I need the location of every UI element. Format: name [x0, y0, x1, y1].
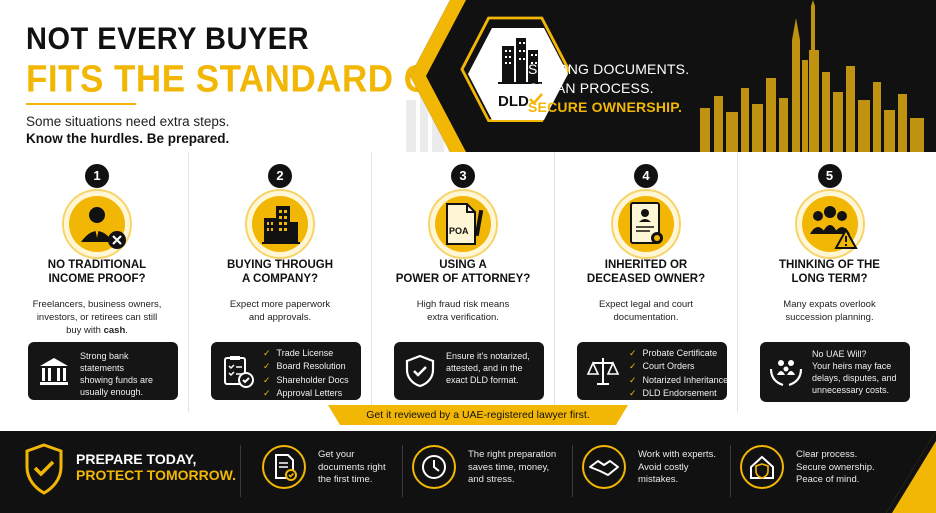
list-item: DLD Endorsement [629, 387, 723, 400]
info-box: No UAE Will? Your heirs may face delays,… [760, 342, 910, 402]
title-underline [26, 103, 136, 105]
info-text: Strong bank statements showing funds are… [80, 351, 154, 397]
scales-icon [586, 358, 620, 385]
card-description: High fraud risk means extra verification… [416, 299, 510, 323]
certificate-document-icon [611, 189, 681, 259]
tagline-line1: STRONG DOCUMENTS. [528, 61, 690, 77]
bank-icon [40, 358, 68, 385]
info-text: No UAE Will? Your heirs may face delays,… [812, 349, 897, 395]
family-warning-icon [794, 189, 865, 259]
list-item: Approval Letters [263, 387, 357, 400]
badge-label: DLD [498, 93, 529, 110]
divider [240, 445, 241, 497]
subtitle-line2: Know the hurdles. Be prepared. [26, 131, 230, 146]
footer-item-text: Clear process.Secure ownership.Peace of … [796, 449, 875, 485]
info-box: Probate Certificate Court Orders Notariz… [577, 342, 729, 400]
svg-text:POA: POA [449, 226, 469, 236]
tagline-line3: SECURE OWNERSHIP. [528, 99, 683, 115]
business-person-icon [62, 189, 132, 259]
info-box: Trade License Board Resolution Sharehold… [211, 342, 361, 400]
card-description: Expect legal and court documentation. [598, 299, 693, 323]
shield-check-icon [405, 354, 435, 388]
gold-skyline-icon [700, 0, 924, 152]
card-description: Freelancers, business owners, investors,… [32, 299, 162, 336]
info-box: Ensure it's notarized, attested, and in … [394, 342, 544, 400]
divider [402, 445, 403, 497]
card-description: Expect more paperwork and approvals. [229, 299, 331, 323]
tagline: STRONG DOCUMENTS. CLEAN PROCESS. SECURE … [528, 60, 689, 117]
poa-document-icon: POA [428, 189, 498, 259]
corner-stripe [886, 431, 936, 513]
card-number: 2 [268, 164, 292, 188]
requirements-list: Probate Certificate Court Orders Notariz… [629, 347, 729, 400]
list-item: Trade License [263, 347, 357, 360]
handshake-icon [582, 445, 626, 489]
card-number: 4 [634, 164, 658, 188]
requirements-list: Trade License Board Resolution Sharehold… [263, 347, 357, 400]
card-description: Many expats overlook succession planning… [783, 299, 876, 323]
family-hands-icon [769, 360, 803, 387]
shield-check-icon [25, 443, 63, 495]
info-box: Strong bank statements showing funds are… [28, 342, 178, 400]
house-shield-icon [740, 445, 784, 489]
card-number: 1 [85, 164, 109, 188]
list-item: Court Orders [629, 360, 723, 373]
check-icon [529, 93, 543, 105]
footer-heading-line1: PREPARE TODAY, [76, 451, 197, 467]
dark-header-panel: DLD [410, 0, 936, 152]
info-text: Ensure it's notarized, attested, and in … [446, 351, 530, 385]
lawyer-review-ribbon: Get it reviewed by a UAE-registered lawy… [328, 405, 628, 425]
footer: PREPARE TODAY, PROTECT TOMORROW. Get you… [0, 431, 936, 513]
card-number: 5 [817, 164, 842, 188]
clipboard-check-icon [224, 356, 254, 388]
divider [730, 445, 731, 497]
dld-badge: DLD [460, 16, 571, 123]
page-title-line1: NOT EVERY BUYER [26, 22, 310, 57]
subtitle-line1: Some situations need extra steps. [26, 114, 230, 129]
card-number: 3 [451, 164, 475, 188]
office-building-icon [245, 189, 315, 259]
document-check-icon [262, 445, 306, 489]
divider [572, 445, 573, 497]
list-item: Shareholder Docs [263, 374, 357, 387]
list-item: Notarized Inheritance [629, 374, 729, 387]
list-item: Board Resolution [263, 360, 357, 373]
header: NOT EVERY BUYER FITS THE STANDARD CASE S… [0, 0, 936, 152]
footer-heading-line2: PROTECT TOMORROW. [76, 467, 236, 483]
clock-icon [412, 445, 456, 489]
tagline-line2: CLEAN PROCESS. [528, 80, 654, 96]
list-item: Probate Certificate [629, 347, 723, 360]
